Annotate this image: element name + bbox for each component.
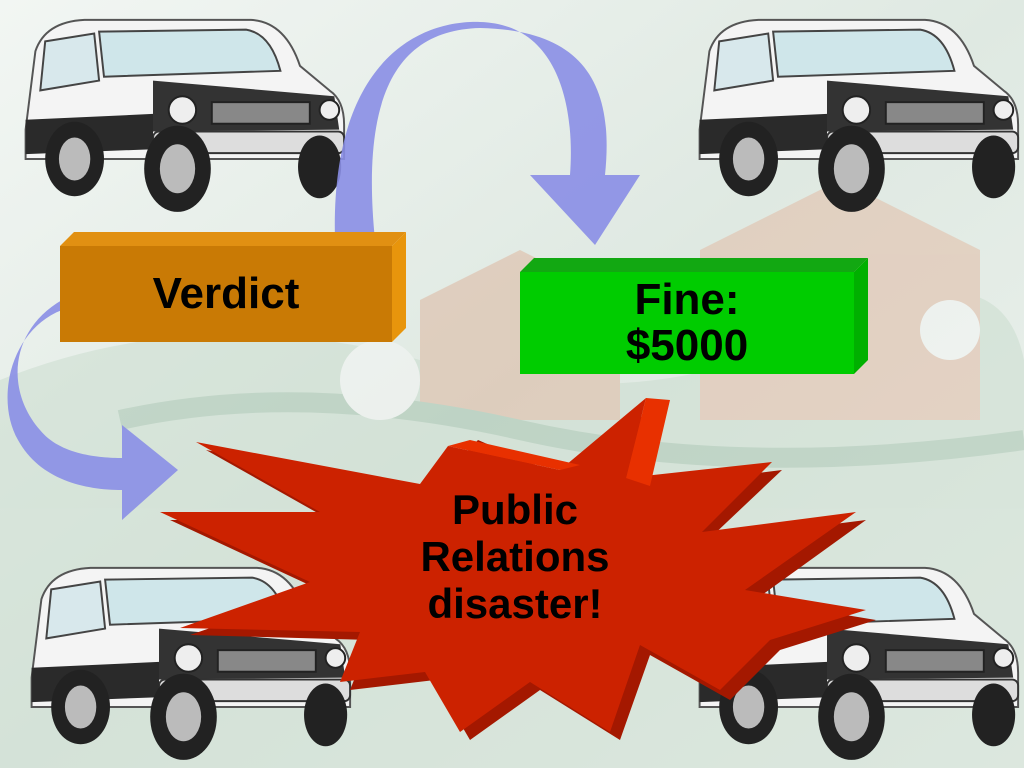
fine-text: Fine: $5000 <box>520 272 854 374</box>
explosion-burst-icon <box>160 398 876 740</box>
fine-box-bevel <box>520 258 868 374</box>
fine-line-2: $5000 <box>625 321 749 370</box>
verdict-box: Verdict <box>60 232 406 342</box>
burst-text: Public Relations disaster! <box>380 486 650 627</box>
curved-arrow-icon-left <box>7 300 178 520</box>
curved-arrow-icon-top <box>334 21 640 245</box>
fine-line-1: Fine: <box>634 274 740 324</box>
verdict-label: Verdict <box>60 246 392 342</box>
burst-line-2: Relations <box>420 533 610 581</box>
burst-line-1: Public <box>451 486 579 533</box>
verdict-box-bevel <box>60 232 406 342</box>
burst-line-3: disaster! <box>427 580 603 628</box>
fine-box: Fine: $5000 <box>520 258 868 374</box>
